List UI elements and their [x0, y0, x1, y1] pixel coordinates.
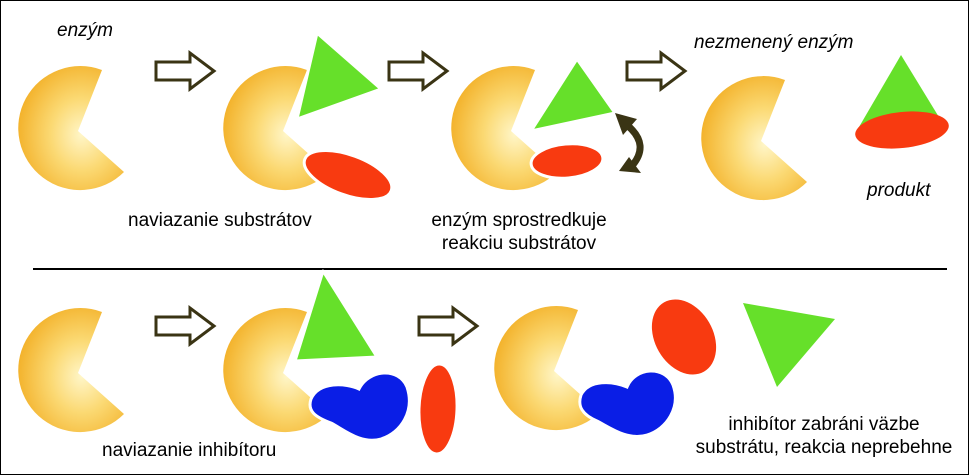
- substrate-ellipse-bottom-2: [417, 362, 459, 456]
- inhibitor-binding-caption: naviazanie inhibítoru: [102, 440, 277, 461]
- enzyme-label: enzým: [57, 20, 113, 41]
- enzyme-bottom-1: [18, 308, 124, 433]
- mediation-caption: enzým sprostredkuje reakciu substrátov: [403, 209, 635, 255]
- unchanged-enzyme-label: nezmenený enzým: [694, 32, 854, 53]
- substrate-triangle-top-2: [295, 31, 383, 121]
- substrate-triangle-top-3: [529, 57, 617, 133]
- process-arrow-top-1: [154, 50, 217, 92]
- binding-substrates-caption: naviazanie substrátov: [128, 210, 312, 231]
- mediation-caption-line1: enzým sprostredkuje: [431, 210, 607, 231]
- process-arrow-bottom-2: [417, 305, 480, 347]
- substrate-triangle-bottom-free: [743, 303, 835, 387]
- process-arrow-top-2: [387, 50, 450, 92]
- rotation-arrow-icon: [615, 113, 644, 173]
- substrate-ellipse-top-3: [529, 142, 605, 180]
- process-arrow-top-3: [625, 50, 688, 92]
- inhibition-caption: inhibítor zabráni väzbe substrátu, reakc…: [683, 413, 965, 459]
- substrate-ellipse-bottom-free: [651, 299, 717, 375]
- substrate-triangle-bottom-2: [293, 269, 379, 363]
- mediation-caption-line2: reakciu substrátov: [441, 233, 597, 254]
- enzyme-top-1: [18, 66, 124, 191]
- inhibition-caption-line1: inhibítor zabráni väzbe: [728, 414, 920, 435]
- inhibition-caption-line2: substrátu, reakcia neprebehne: [695, 437, 953, 458]
- product-label: produkt: [867, 180, 931, 201]
- inhibitor-bottom-2: [308, 371, 411, 442]
- substrate-ellipse-top-2: [302, 148, 394, 202]
- enzyme-top-4: [701, 76, 807, 201]
- process-arrow-bottom-1: [154, 305, 217, 347]
- inhibitor-bottom-3: [578, 369, 677, 438]
- product-shape: [855, 55, 949, 149]
